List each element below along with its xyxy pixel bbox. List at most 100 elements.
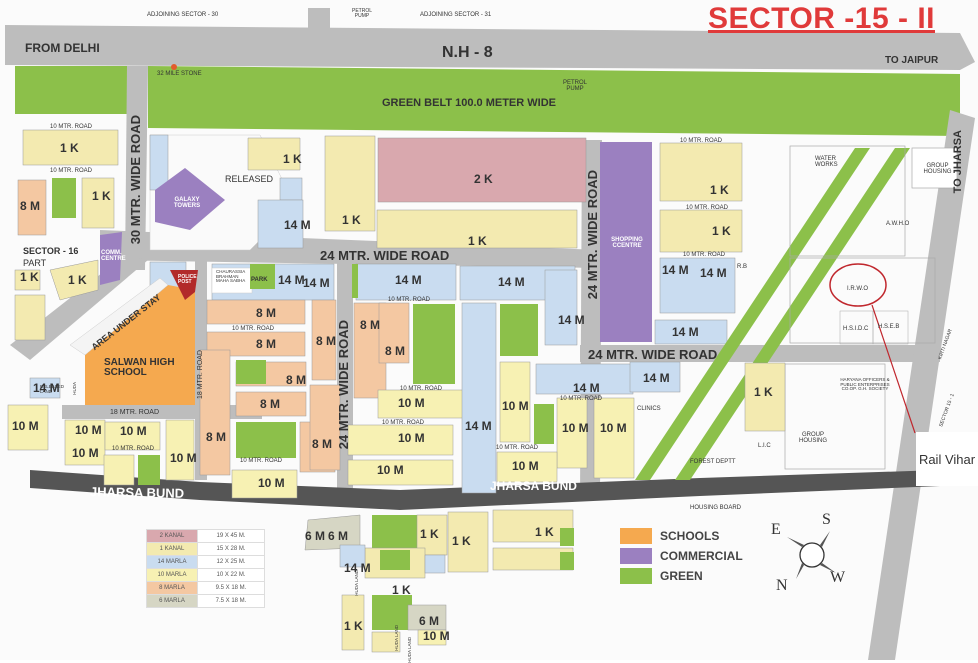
jharsa-bund-label: JHARSA BUND [89,484,185,501]
legend-size: 10 X 22 M. [197,568,265,582]
zone-legend: SCHOOLS COMMERCIAL GREEN [620,526,743,586]
clinics-label: CLINICS [637,406,661,412]
10m-road-label: 10 MTR. ROAD [382,420,425,426]
block-10m: 10 M [423,629,450,643]
water-works-label: WATER WORKS [815,156,838,168]
released-label: RELEASED [225,174,274,184]
block-14m: 14 M [573,381,600,395]
block-8m: 8 M [360,318,381,332]
nh8-road [5,25,975,70]
commercial-swatch [620,548,652,564]
group-housing-2-label: GROUP HOUSING [798,432,827,444]
block-6m: 6 M [305,529,326,543]
forest-deptt-label: FOREST DEPTT [690,459,736,465]
block-10m: 10 M [562,421,589,435]
block-1k: 1 K [342,213,361,227]
block-1k: 1 K [92,189,111,203]
block-8m: 8 M [256,337,277,351]
block-10m: 10 M [258,476,285,490]
block-14m: 14 M [465,419,492,433]
legend-category: 14 MARLA [146,555,198,569]
block-14m: 14 M [278,273,305,287]
awho-label: A.W.H.O [886,221,910,227]
legend-row: GREEN [620,566,743,586]
legend-label: GREEN [660,569,703,583]
block-6m: 6 M [328,529,349,543]
10m-road-label: 10 MTR. ROAD [232,326,275,332]
block-1k: 1 K [20,270,39,284]
block-8m: 8 M [316,334,337,348]
sector-16-label: SECTOR - 16 [23,246,79,256]
adjoining-sector-30-label: ADJOINING SECTOR - 30 [147,12,219,18]
block-14m: 14 M [700,266,727,280]
30m-road-label: 30 MTR. WIDE ROAD [128,115,143,245]
block-8m: 8 M [20,199,41,213]
legend-size: 9.5 X 18 M. [197,581,265,595]
from-delhi-label: FROM DELHI [25,41,100,55]
10m-road-label: 10 MTR. ROAD [680,138,723,144]
police-post-label: POLICE POST [178,274,197,285]
block-1k: 1 K [344,619,363,633]
block-1k: 1 K [392,583,411,597]
block-8m: 8 M [385,344,406,358]
shopping-centre-label: SHOPPING CCENTRE [611,237,643,249]
block-10m: 10 M [12,419,39,433]
10m-road-label: 10 MTR. ROAD [560,396,603,402]
block-1k: 1 K [712,224,731,238]
10m-road-label: 10 MTR. ROAD [400,386,443,392]
petrol-pump-belt-label: PETROL PUMP [562,80,587,92]
legend-row: 1 KANAL 15 X 28 M. [146,542,265,556]
to-jharsa-label: TO JHARSA [952,130,964,194]
legend-size: 12 X 25 M. [197,555,265,569]
block-10m: 10 M [600,421,627,435]
block-8m: 8 M [260,397,281,411]
block-10m: 10 M [398,396,425,410]
10m-road-label: 10 MTR. ROAD [50,124,93,130]
legend-category: 8 MARLA [146,581,198,595]
18m-road-label: 18 MTR. ROAD [110,409,160,416]
green-swatch [620,568,652,584]
block-14m: 14 M [344,561,371,575]
legend-category: 2 KANAL [146,529,198,543]
green-belt-label: GREEN BELT 100.0 METER WIDE [382,97,556,109]
block-14m: 14 M [303,276,330,290]
legend-row: 14 MARLA 12 X 25 M. [146,555,265,569]
to-jaipur-label: TO JAIPUR [885,55,939,66]
rb-label: R.B [737,264,748,270]
30m-road [125,66,148,270]
mile-stone-label: 32 MILE STONE [157,71,202,77]
block-1k: 1 K [68,273,87,287]
block-10m: 10 M [398,431,425,445]
rail-vihar-callout: Rail Vihar [916,432,978,486]
lic-label: L.I.C [758,443,771,449]
10m-road-label: 10 MTR. ROAD [683,252,726,258]
adjoining-sector-31-label: ADJOINING SECTOR - 31 [420,12,492,18]
block-14m: 14 M [33,381,60,395]
legend-row: 8 MARLA 9.5 X 18 M. [146,581,265,595]
legend-row: 6 MARLA 7.5 X 18 M. [146,594,265,608]
group-housing-label: GROUP HOUSING [923,163,952,175]
shopping-centre [600,142,652,342]
green-belt-west [15,66,127,114]
block-1k: 1 K [710,183,729,197]
legend-row: SCHOOLS [620,526,743,546]
legend-row: COMMERCIAL [620,546,743,566]
block-8m: 8 M [286,373,307,387]
block-10m: 10 M [170,451,197,465]
compass-south: S [822,511,831,528]
block-14m: 14 M [558,313,585,327]
24m-road-top-label: 24 MTR. WIDE ROAD [320,248,450,263]
block-10m: 10 M [72,446,99,460]
block-14m: 14 M [672,325,699,339]
24m-road-right-label: 24 MTR. WIDE ROAD [588,347,718,362]
salwan-school-shape [85,285,195,405]
released-land-label: RELEASED LAND [40,384,65,394]
block-1k: 1 K [60,141,79,155]
police-post-shape [170,270,198,300]
block-8m: 8 M [256,306,277,320]
map-title: SECTOR -15 - II [708,2,935,35]
legend-label: SCHOOLS [660,529,720,543]
block-1k: 1 K [420,527,439,541]
haryana-officers-label: HARYANA OFFICERS & PUBLIC ENTERPRISES CO… [840,377,890,391]
part-label: PART [23,258,47,268]
